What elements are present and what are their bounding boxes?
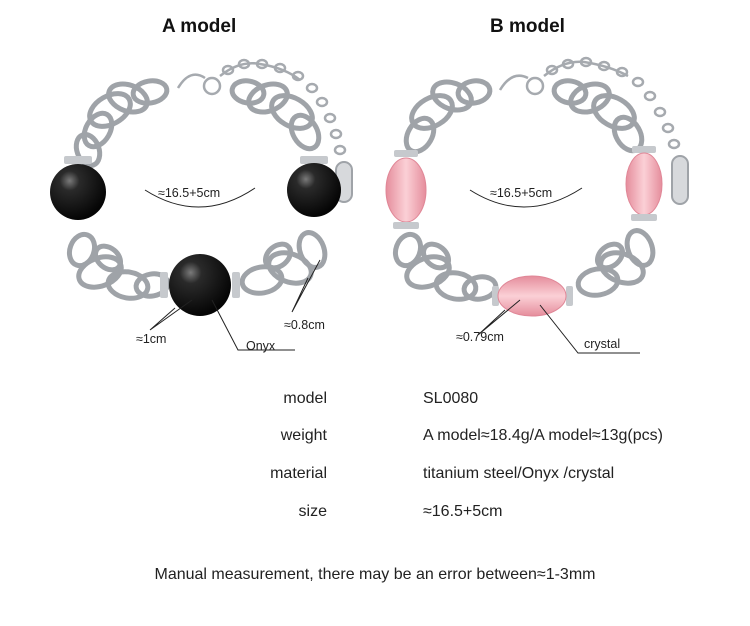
spec-key: model xyxy=(283,390,327,407)
a-extension-chain xyxy=(176,58,347,156)
measurement-note: Manual measurement, there may be an erro… xyxy=(154,566,596,583)
a-chain-top-left xyxy=(73,78,170,168)
spec-value: titanium steel/Onyx /crystal xyxy=(423,465,615,482)
spec-row: model SL0080 xyxy=(0,390,750,420)
a-bead-cap xyxy=(232,272,240,298)
spec-row: weight A model≈18.4g/A model≈13g(pcs) xyxy=(0,427,750,457)
spec-key: weight xyxy=(280,427,327,444)
b-bead-pointer xyxy=(477,299,521,336)
b-crystal-bead-center xyxy=(497,275,567,317)
spec-value: ≈16.5+5cm xyxy=(423,503,503,520)
a-length-arc xyxy=(144,187,256,208)
b-bead-cap xyxy=(566,286,573,306)
a-bead-cap xyxy=(160,272,168,298)
b-bracelet xyxy=(385,56,689,317)
b-bead-cap xyxy=(393,222,419,229)
b-length-label: ≈16.5+5cm xyxy=(490,186,553,200)
a-stone-label: Onyx xyxy=(246,339,276,353)
a-model-title: A model xyxy=(162,16,237,37)
b-bead-cap xyxy=(492,286,499,306)
b-bead-cap xyxy=(394,150,418,157)
a-bead-small-label: ≈0.8cm xyxy=(284,318,325,332)
a-small-bead-pointer xyxy=(291,259,321,313)
b-bead-cap xyxy=(632,146,656,153)
a-chain-bottom-left xyxy=(66,231,171,301)
b-model-title: B model xyxy=(490,16,565,37)
spec-value: A model≈18.4g/A model≈13g(pcs) xyxy=(423,427,663,444)
a-bead-pointer xyxy=(149,299,193,331)
b-length-arc xyxy=(469,187,583,208)
b-chain-top-left xyxy=(403,78,493,155)
b-chain-bottom-right xyxy=(575,228,656,298)
b-tag-charm xyxy=(671,155,689,205)
b-stone-label: crystal xyxy=(584,337,621,351)
a-bead-large-label: ≈1cm xyxy=(136,332,167,346)
b-crystal-bead-right xyxy=(625,152,663,216)
a-bracelet xyxy=(50,58,353,316)
b-chain-top-right xyxy=(551,78,645,154)
product-illustration xyxy=(50,56,689,354)
a-onyx-bead-left xyxy=(50,164,106,220)
b-extension-chain xyxy=(498,56,681,150)
a-annotations xyxy=(144,187,321,351)
b-bead-label: ≈0.79cm xyxy=(456,330,504,344)
a-onyx-pointer xyxy=(211,299,295,351)
spec-value: SL0080 xyxy=(423,390,479,407)
a-onyx-bead-center xyxy=(169,254,231,316)
a-bead-cap xyxy=(64,156,92,164)
a-bead-cap xyxy=(300,156,328,164)
a-chain-bottom-right xyxy=(239,230,328,296)
b-annotations xyxy=(469,187,640,354)
b-bead-cap xyxy=(631,214,657,221)
b-crystal-bead-left xyxy=(385,157,427,223)
a-onyx-bead-right xyxy=(287,163,341,217)
b-chain-bottom-left xyxy=(392,231,499,302)
spec-row: size ≈16.5+5cm xyxy=(0,503,750,533)
spec-row: material titanium steel/Onyx /crystal xyxy=(0,465,750,495)
a-chain-top-right xyxy=(229,78,322,152)
spec-key: material xyxy=(270,465,327,482)
b-crystal-pointer xyxy=(539,304,640,354)
a-length-label: ≈16.5+5cm xyxy=(158,186,221,200)
spec-key: size xyxy=(298,503,327,520)
